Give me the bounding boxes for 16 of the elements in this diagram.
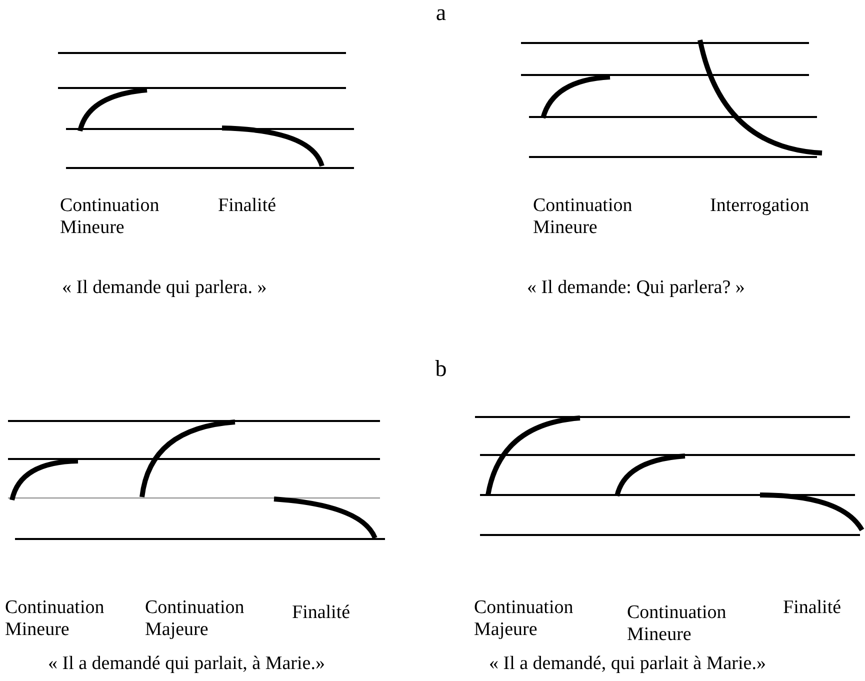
contour-label: Continuation Mineure <box>627 602 726 645</box>
contour-label: Continuation Mineure <box>60 195 160 238</box>
example-sentence: « Il demande qui parlera. » <box>62 277 267 298</box>
contour-label: Continuation Majeure <box>145 597 244 640</box>
contour-label: Continuation Mineure <box>533 195 632 238</box>
example-sentence: « Il a demandé qui parlait, à Marie.» <box>48 653 325 674</box>
panel-letter: a <box>436 0 446 25</box>
contour-label: Continuation Mineure <box>5 597 104 640</box>
contour-label: Finalité <box>783 597 842 618</box>
panel-letter: b <box>435 356 447 381</box>
contour-label: Continuation Majeure <box>474 597 574 640</box>
contour-label: Finalité <box>292 602 350 623</box>
example-sentence: « Il demande: Qui parlera? » <box>527 277 745 298</box>
contour-label: Finalité <box>218 195 276 216</box>
contour-label: Interrogation <box>710 195 810 216</box>
example-sentence: « Il a demandé, qui parlait à Marie.» <box>489 653 766 674</box>
